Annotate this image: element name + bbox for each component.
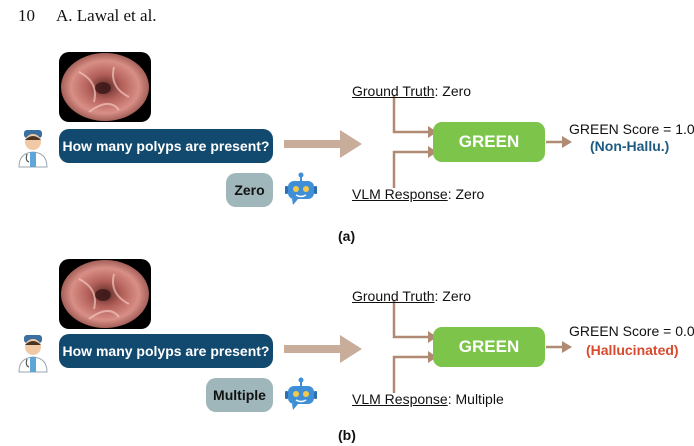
flow-arrow [284, 335, 362, 363]
answer-bubble: Multiple [206, 378, 273, 412]
panel-caption: (b) [338, 427, 356, 443]
vlm-response-label: VLM Response: Zero [352, 186, 485, 202]
question-bubble: How many polyps are present? [59, 334, 273, 368]
vlm-response-label: VLM Response: Multiple [352, 391, 504, 407]
green-metric-box: GREEN [433, 327, 545, 367]
panel-caption: (a) [338, 228, 356, 244]
robot-icon [284, 172, 318, 213]
figure-panel-b: How many polyps are present? Multiple Gr… [0, 207, 694, 443]
verdict-label: (Hallucinated) [586, 342, 679, 358]
connector-arrows [284, 96, 572, 188]
running-head: 10 A. Lawal et al. [18, 6, 157, 26]
robot-icon [284, 377, 318, 418]
answer-bubble: Zero [226, 173, 273, 207]
green-score: GREEN Score = 0.0 [569, 323, 694, 339]
verdict-label: (Non-Hallu.) [590, 138, 670, 154]
figure-panel-a: How many polyps are present? Zero Ground… [0, 0, 694, 244]
endoscopy-image [59, 259, 151, 329]
flow-arrow [284, 130, 362, 158]
connector-arrows [284, 301, 572, 393]
green-score: GREEN Score = 1.0 [569, 121, 694, 137]
running-head-authors: A. Lawal et al. [56, 6, 157, 25]
question-bubble: How many polyps are present? [59, 129, 273, 163]
doctor-icon [14, 333, 52, 378]
page-number: 10 [18, 6, 35, 25]
ground-truth-label: Ground Truth: Zero [352, 288, 472, 304]
green-metric-box: GREEN [433, 122, 545, 162]
doctor-icon [14, 128, 52, 173]
ground-truth-label: Ground Truth: Zero [352, 83, 472, 99]
endoscopy-image [59, 52, 151, 122]
